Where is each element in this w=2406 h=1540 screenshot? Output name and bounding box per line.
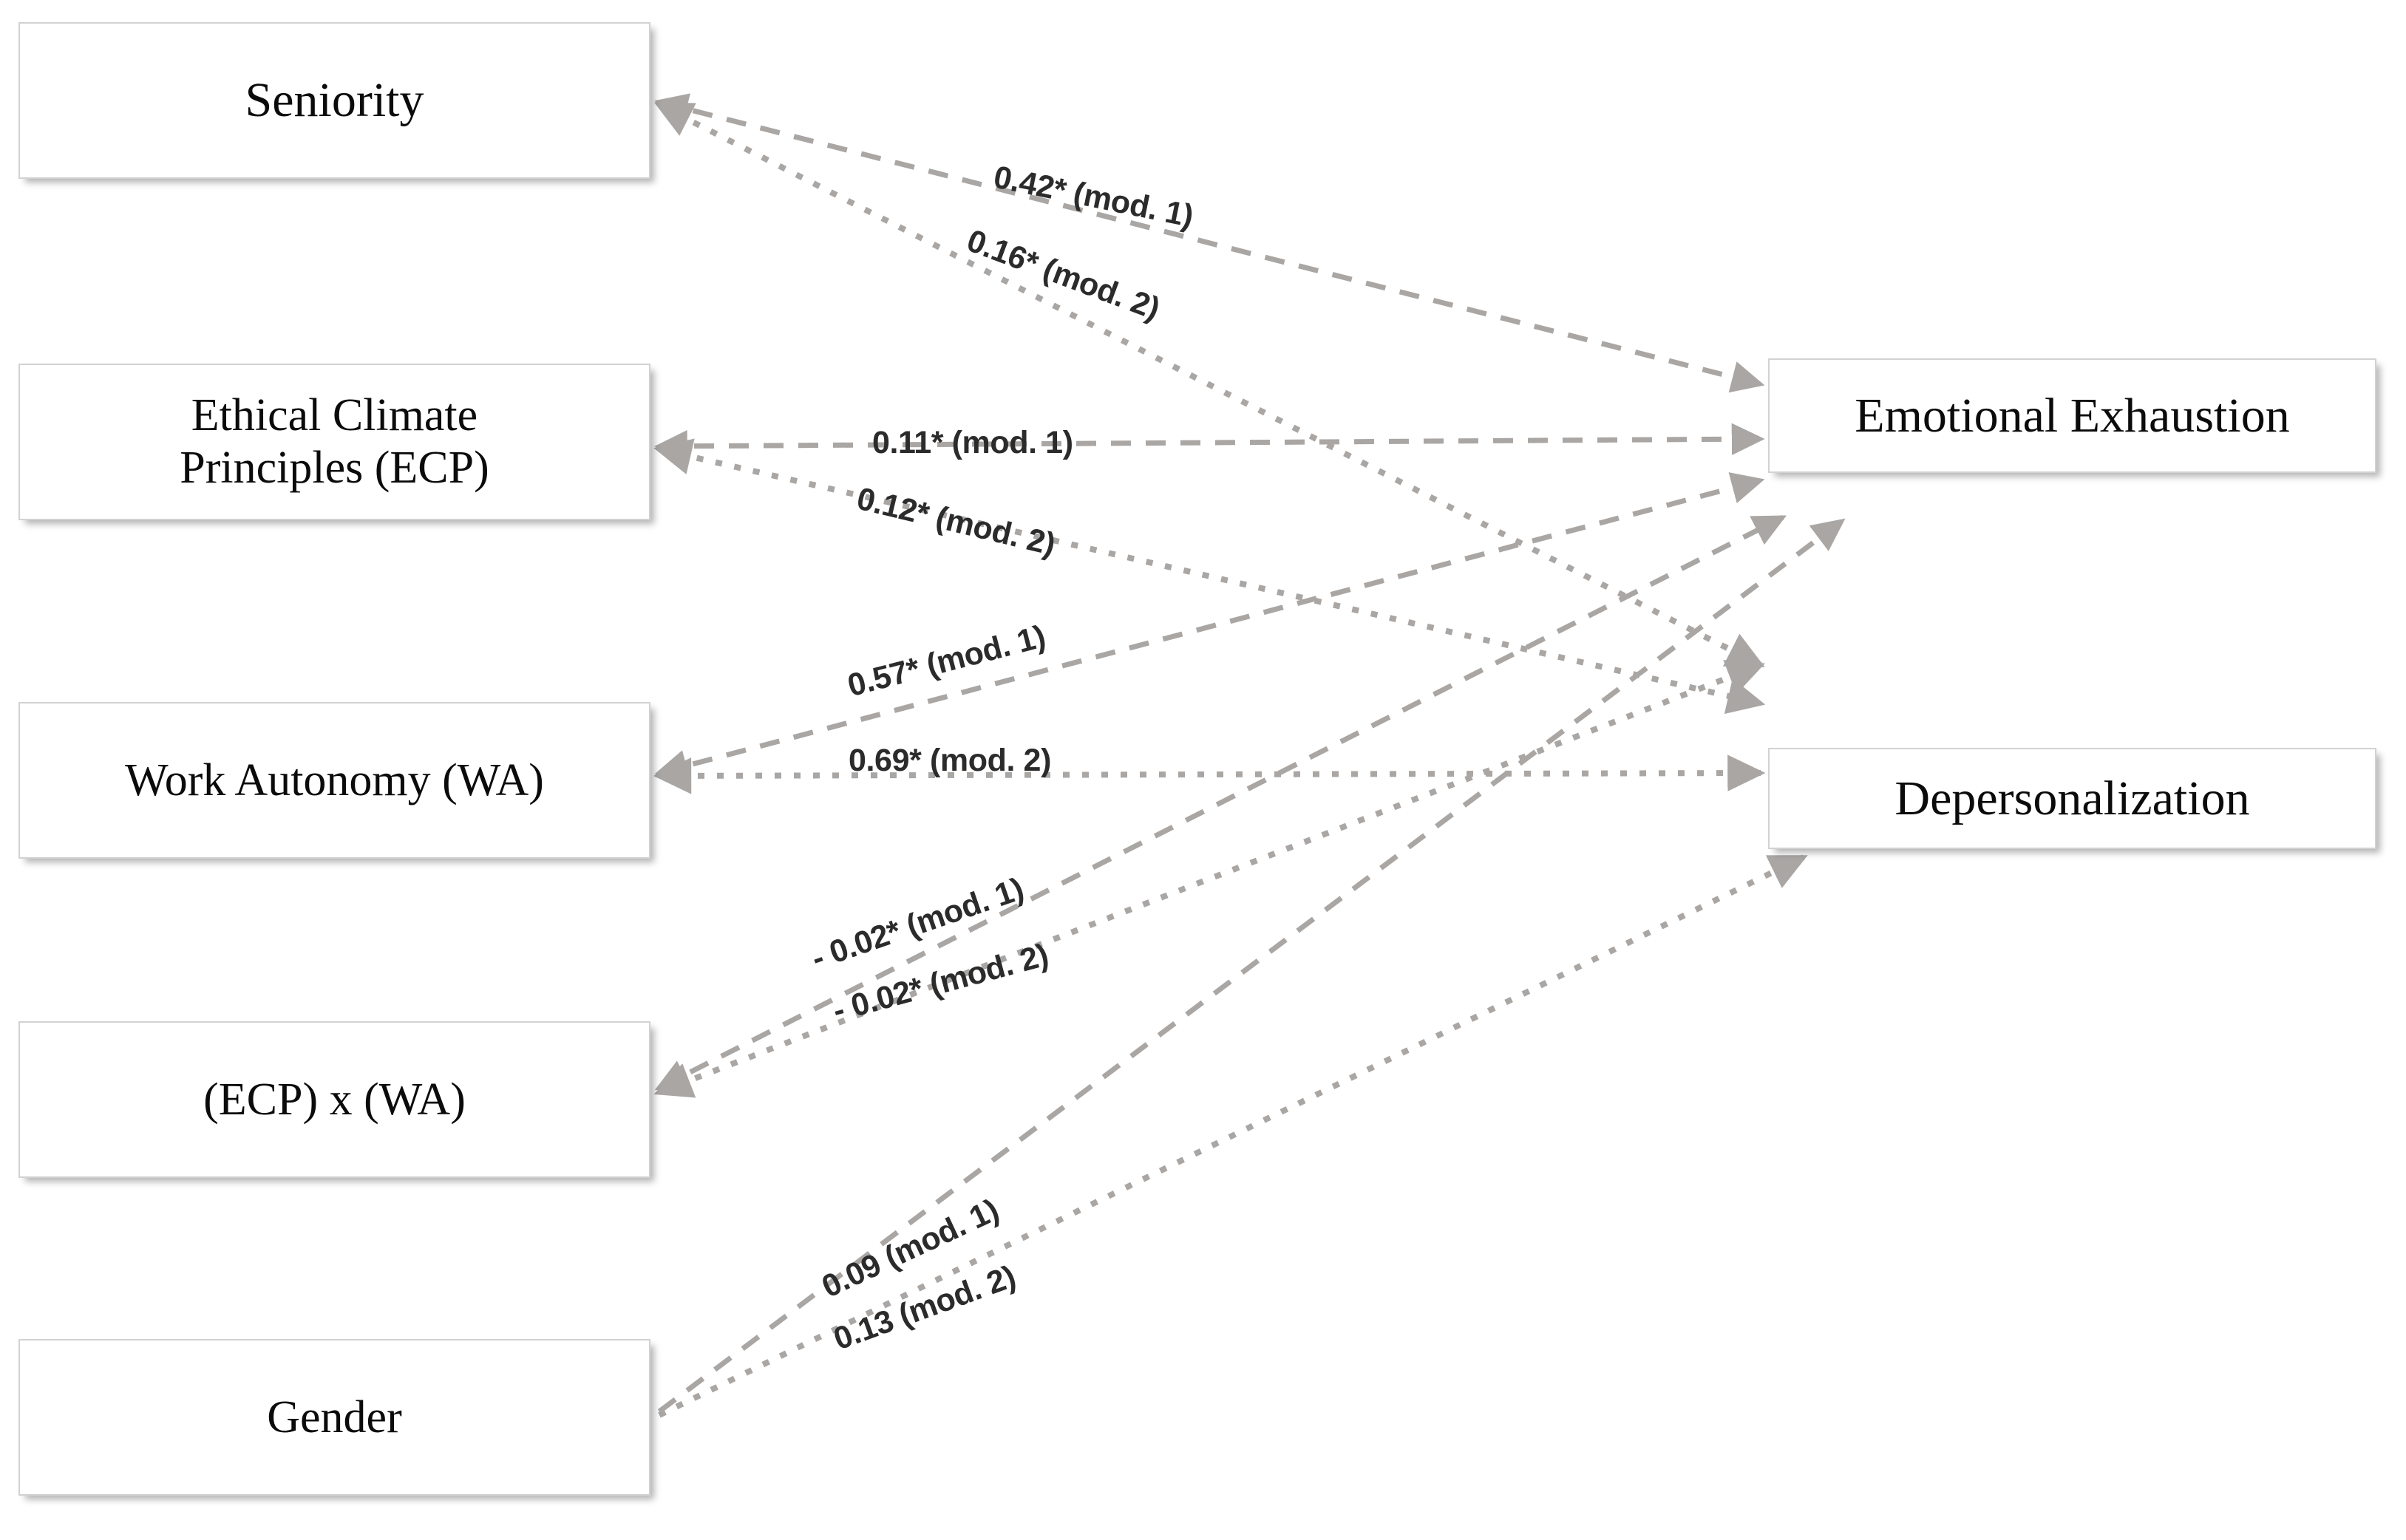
node-ee[interactable]: Emotional Exhaustion: [1768, 358, 2376, 473]
edge-ecp-ee[interactable]: [654, 423, 1765, 463]
edge-ecp-dp[interactable]: [653, 438, 1766, 715]
edge-label-ecp-ee: 0.11* (mod. 1): [872, 425, 1073, 460]
node-label-ecpxwa: (ECP) x (WA): [203, 1074, 466, 1125]
edge-seniority-ee[interactable]: [654, 93, 1765, 393]
node-wa[interactable]: Work Autonomy (WA): [18, 702, 650, 859]
edge-gender-dp[interactable]: [658, 854, 1808, 1418]
node-dp[interactable]: Depersonalization: [1768, 748, 2376, 849]
node-label-ee: Emotional Exhaustion: [1855, 388, 2290, 443]
node-label-gender: Gender: [267, 1391, 402, 1442]
edge-gender-ee[interactable]: [657, 518, 1846, 1414]
edge-ecpxwa-ee[interactable]: [654, 514, 1787, 1091]
edge-wa-dp[interactable]: [653, 754, 1766, 794]
node-seniority[interactable]: Seniority: [18, 22, 650, 179]
edge-label-wa-dp: 0.69* (mod. 2): [849, 743, 1051, 778]
node-label-dp: Depersonalization: [1894, 771, 2250, 825]
node-ecpxwa[interactable]: (ECP) x (WA): [18, 1021, 650, 1178]
node-label-seniority: Seniority: [245, 73, 424, 128]
edge-seniority-dp[interactable]: [653, 102, 1765, 668]
node-label-wa: Work Autonomy (WA): [125, 754, 544, 805]
edge-ecpxwa-dp[interactable]: [653, 660, 1765, 1098]
node-gender[interactable]: Gender: [18, 1339, 650, 1496]
